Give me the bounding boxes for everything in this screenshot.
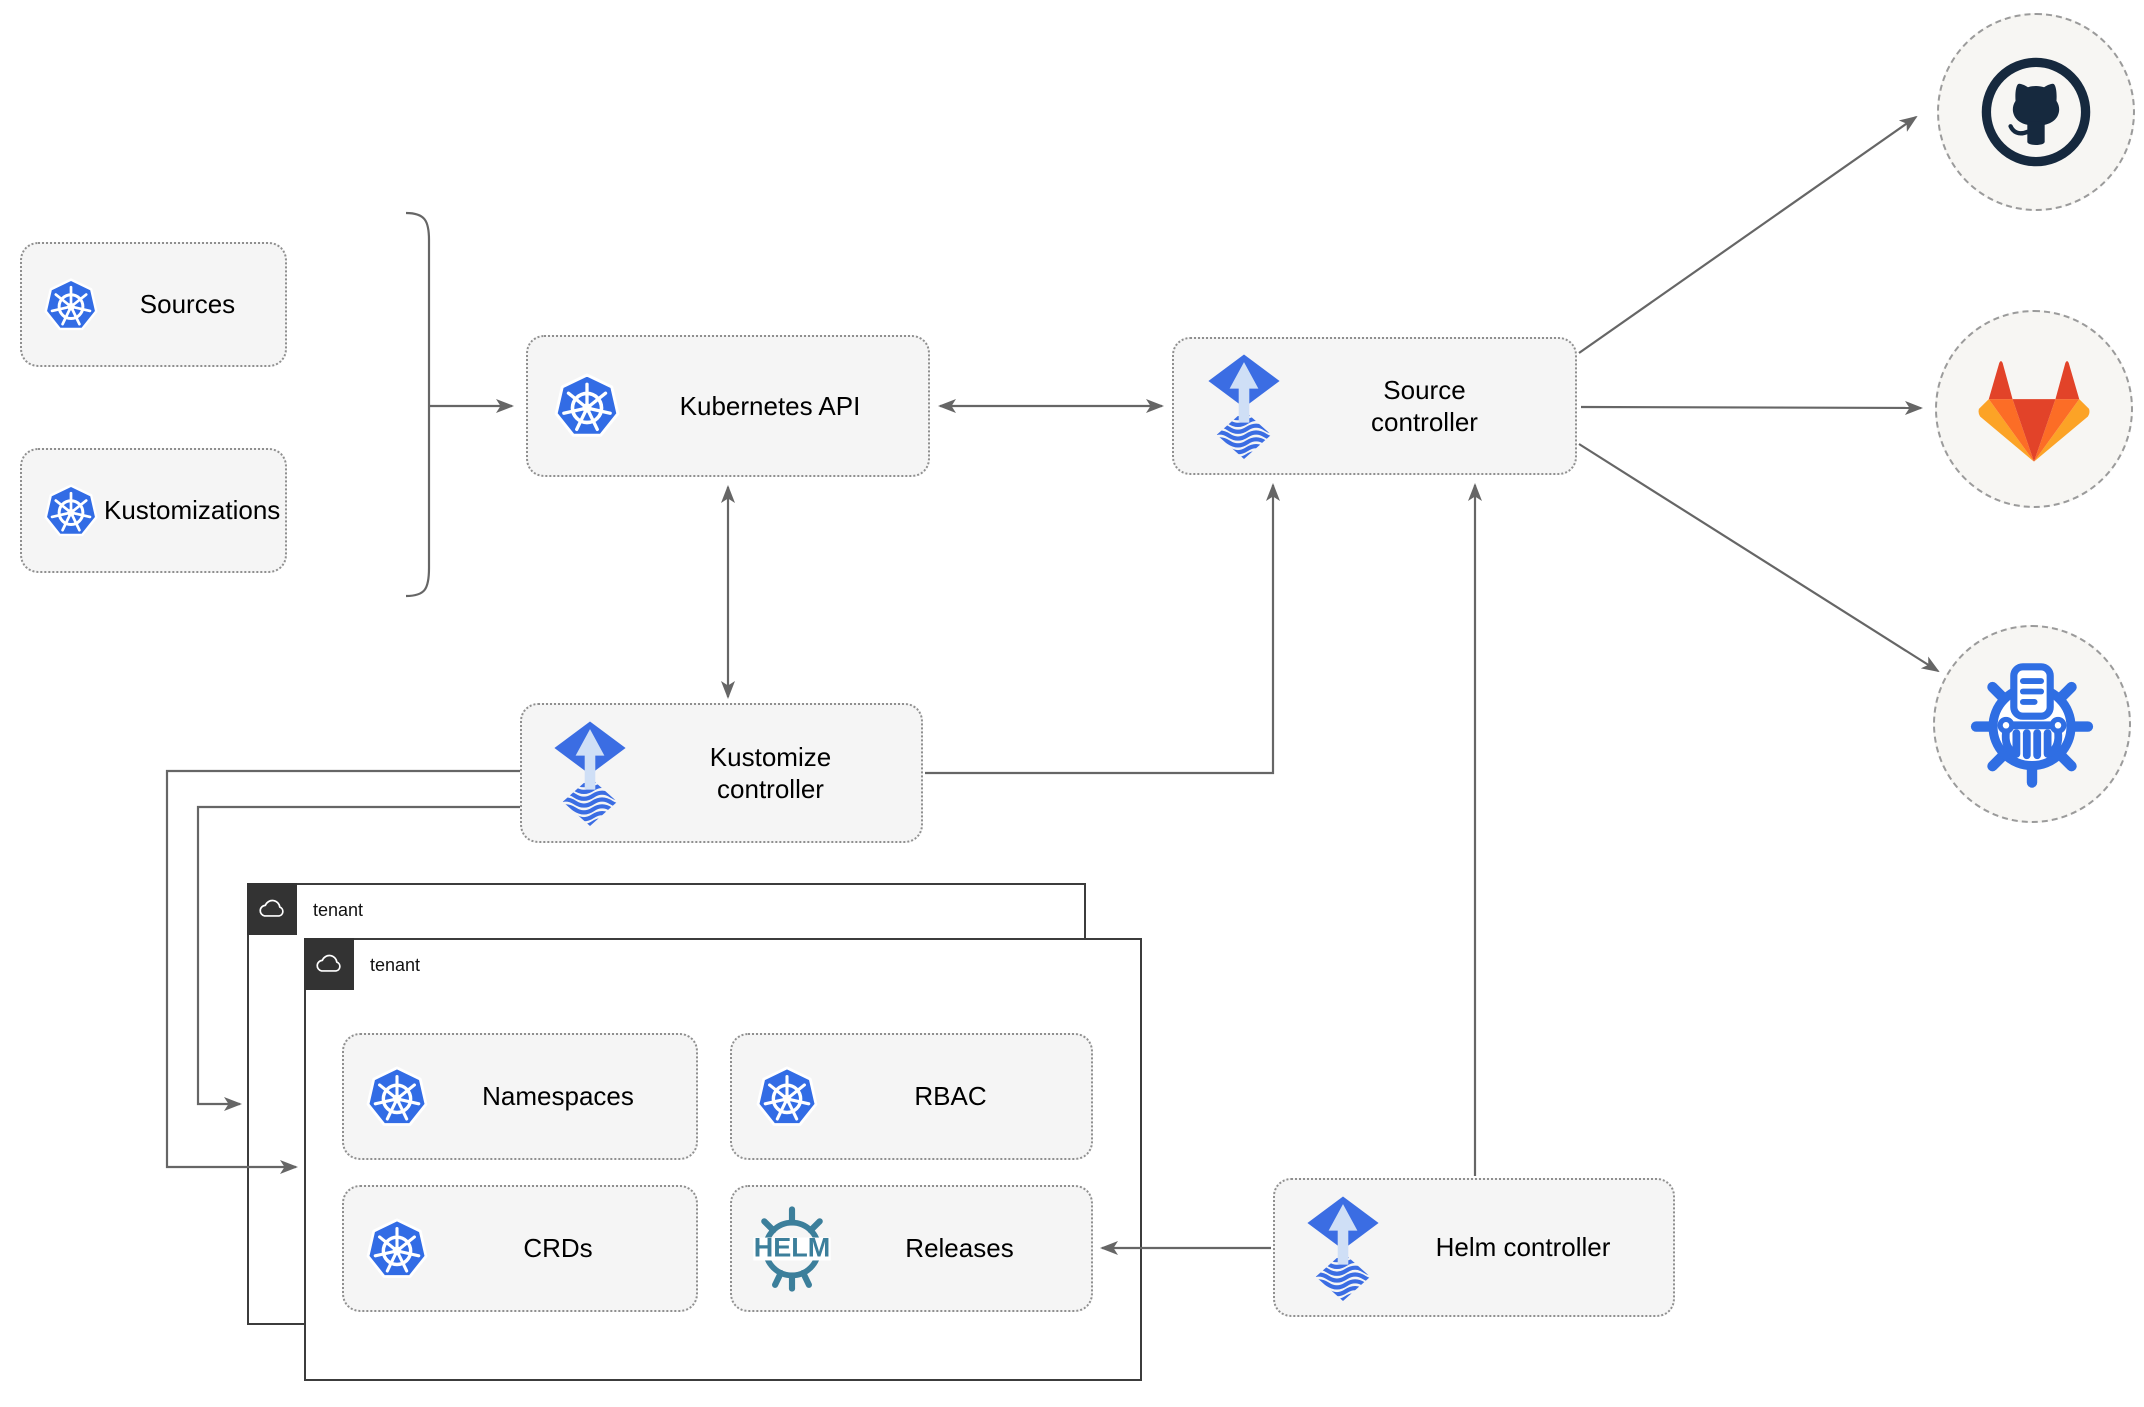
node-crds-label: CRDs	[523, 1233, 593, 1264]
flux-icon	[1206, 353, 1282, 459]
kubernetes-icon	[554, 373, 620, 439]
chartmuseum-icon	[1967, 659, 2097, 789]
connector-kustomize-source	[925, 483, 1280, 775]
connector-source-chartmuseum	[1578, 443, 1940, 673]
node-helm-controller: Helm controller	[1273, 1178, 1675, 1317]
tenant-inner-label: tenant	[370, 955, 421, 975]
tenant-outer-tab	[247, 883, 297, 935]
tenant-inner-tab	[304, 938, 354, 990]
kubernetes-icon	[756, 1066, 818, 1128]
node-releases: HELM Releases	[730, 1185, 1093, 1312]
helm-icon-text: HELM	[753, 1231, 831, 1262]
node-namespaces: Namespaces	[342, 1033, 698, 1160]
connector-source-github	[1578, 115, 1918, 354]
connector-brace	[405, 211, 431, 598]
helm-icon: HELM	[748, 1205, 836, 1293]
node-kustomizations-label: Kustomizations	[104, 495, 281, 526]
node-source-controller-label: Source controller	[1282, 374, 1575, 439]
flux-icon	[1305, 1195, 1381, 1301]
node-helm-controller-text: Helm controller	[1435, 1232, 1611, 1263]
cloud-icon	[313, 953, 345, 975]
node-kustomizations: Kustomizations	[20, 448, 287, 573]
cloud-icon	[256, 898, 288, 920]
node-namespaces-label: Namespaces	[482, 1081, 634, 1112]
github-icon	[1974, 50, 2098, 174]
node-source-controller-text: Source controller	[1371, 374, 1478, 438]
remote-github	[1937, 13, 2135, 211]
node-source-controller: Source controller	[1172, 337, 1577, 475]
kubernetes-icon	[366, 1066, 428, 1128]
kubernetes-icon	[366, 1218, 428, 1280]
node-kubernetes-api: Kubernetes API	[526, 335, 930, 477]
node-kubernetes-api-label: Kubernetes API	[679, 390, 861, 421]
node-rbac-label: RBAC	[914, 1081, 987, 1112]
node-sources: Sources	[20, 242, 287, 367]
connector-source-gitlab	[1580, 400, 1923, 415]
remote-chartmuseum	[1933, 625, 2131, 823]
node-releases-label: Releases	[905, 1233, 1014, 1264]
tenant-outer-label: tenant	[313, 900, 364, 920]
flux-icon	[552, 720, 628, 826]
node-kustomize-controller: Kustomize controller	[520, 703, 923, 843]
node-sources-label: Sources	[139, 289, 236, 320]
node-crds: CRDs	[342, 1185, 698, 1312]
kubernetes-icon	[44, 484, 98, 538]
kubernetes-icon	[44, 278, 98, 332]
node-kustomize-controller-text: Kustomize controller	[709, 741, 832, 805]
node-rbac: RBAC	[730, 1033, 1093, 1160]
remote-gitlab	[1935, 310, 2133, 508]
gitlab-icon	[1976, 355, 2092, 464]
node-helm-controller-label: Helm controller	[1381, 1231, 1673, 1264]
node-kustomize-controller-label: Kustomize controller	[628, 741, 921, 806]
